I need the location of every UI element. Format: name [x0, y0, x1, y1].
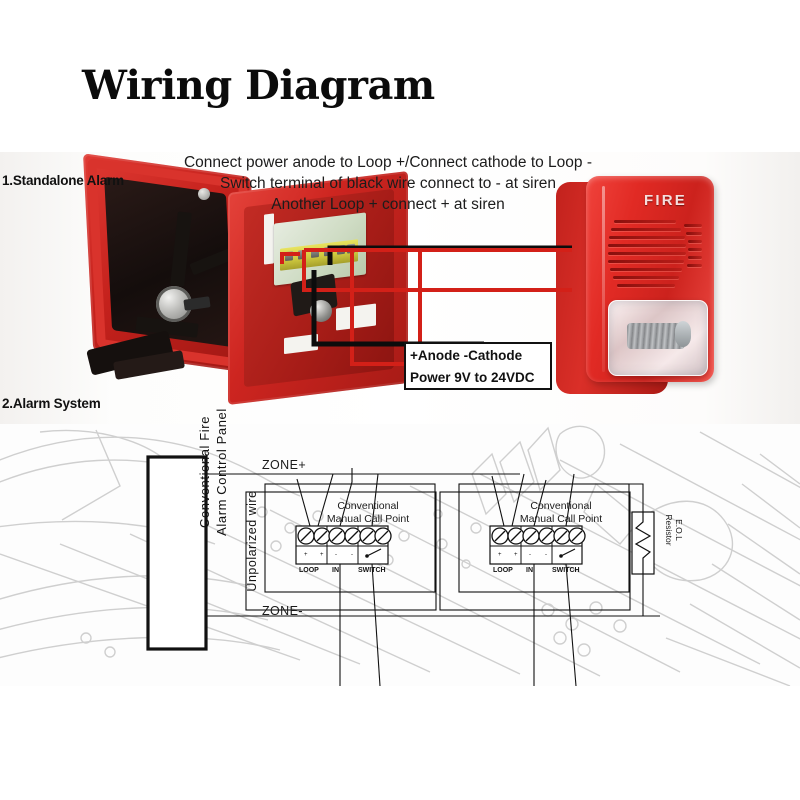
- svg-text:SWITCH: SWITCH: [552, 567, 580, 574]
- svg-text:-: -: [335, 552, 337, 558]
- call-point-1-outer: [245, 491, 437, 611]
- call-point-2-inner: [458, 483, 630, 593]
- call-point-1-title: Conventional Manual Call Point: [313, 500, 423, 525]
- callout-line-anode-cathode: +Anode -Cathode: [410, 348, 523, 363]
- fire-alarm-control-panel-box: [146, 455, 208, 651]
- cp2-title-line1: Conventional: [530, 500, 592, 512]
- svg-text:IN: IN: [526, 567, 533, 574]
- svg-text:+: +: [514, 552, 518, 558]
- svg-text:+: +: [304, 552, 308, 558]
- svg-text:+: +: [498, 552, 502, 558]
- black-wire-to-power: [311, 270, 487, 347]
- red-wire-stub: [280, 252, 300, 264]
- section-label-standalone: 1.Standalone Alarm: [2, 173, 124, 188]
- zone-negative-label: ZONE-: [262, 604, 303, 618]
- call-point-2-title: Conventional Manual Call Point: [506, 500, 616, 525]
- zone-positive-label: ZONE+: [262, 458, 307, 472]
- svg-text:-: -: [351, 552, 353, 558]
- call-point-1-screws: [297, 527, 392, 545]
- fire-siren-strobe-photo: FIRE: [556, 176, 716, 400]
- unpolarized-wire-label: Unpolarized wire: [245, 490, 259, 592]
- call-point-1-inner: [264, 483, 436, 593]
- callout-line-power: Power 9V to 24VDC: [410, 370, 535, 385]
- power-callout-box: +Anode -Cathode Power 9V to 24VDC: [404, 342, 552, 390]
- svg-text:-: -: [545, 552, 547, 558]
- eol-line2: Resistor: [664, 514, 674, 546]
- siren-speaker-grille: [608, 220, 702, 290]
- svg-text:LOOP: LOOP: [299, 567, 319, 574]
- svg-text:IN: IN: [332, 567, 339, 574]
- instruction-line-3: Another Loop + connect + at siren: [271, 196, 505, 213]
- wiring-instructions: Connect power anode to Loop +/Connect ca…: [178, 152, 598, 215]
- strobe-bulb: [675, 321, 691, 347]
- svg-text:SWITCH: SWITCH: [358, 567, 386, 574]
- wiring-schematic: + + - - + + - - LOOP IN SWITCH LOOP IN SWITC…: [146, 455, 660, 686]
- strobe-lens: [608, 300, 708, 376]
- page-title: Wiring Diagram: [82, 62, 435, 109]
- svg-text:-: -: [529, 552, 531, 558]
- resistor-zigzag-symbol: [634, 512, 652, 574]
- cp1-title-line2: Manual Call Point: [326, 512, 410, 525]
- siren-seam: [602, 186, 605, 372]
- instruction-line-1: Connect power anode to Loop +/Connect ca…: [183, 154, 593, 171]
- svg-text:+: +: [320, 552, 324, 558]
- call-point-2-outer: [439, 491, 631, 611]
- siren-fire-label: FIRE: [644, 192, 687, 209]
- terminal-group-labels: LOOP IN SWITCH LOOP IN SWITCH: [299, 567, 580, 574]
- cp1-title-line1: Conventional: [337, 500, 399, 512]
- instruction-line-2: Switch terminal of black wire connect to…: [220, 175, 556, 192]
- lid-screw: [198, 188, 210, 200]
- eol-resistor-label: E.O.L Resistor: [664, 504, 684, 556]
- section-label-alarm-system: 2.Alarm System: [2, 396, 101, 411]
- eol-line1: E.O.L: [674, 519, 684, 541]
- terminal-polarity-marks: + + - - + + - -: [304, 552, 547, 558]
- red-wire-to-siren: [302, 250, 572, 292]
- svg-text:LOOP: LOOP: [493, 567, 513, 574]
- red-wire-loop: [350, 250, 420, 366]
- cp2-title-line2: Manual Call Point: [519, 512, 603, 525]
- call-point-2-screws: [491, 527, 586, 545]
- alarm-system-diagram-section: + + - - + + - - LOOP IN SWITCH LOOP IN SWITC…: [0, 424, 800, 686]
